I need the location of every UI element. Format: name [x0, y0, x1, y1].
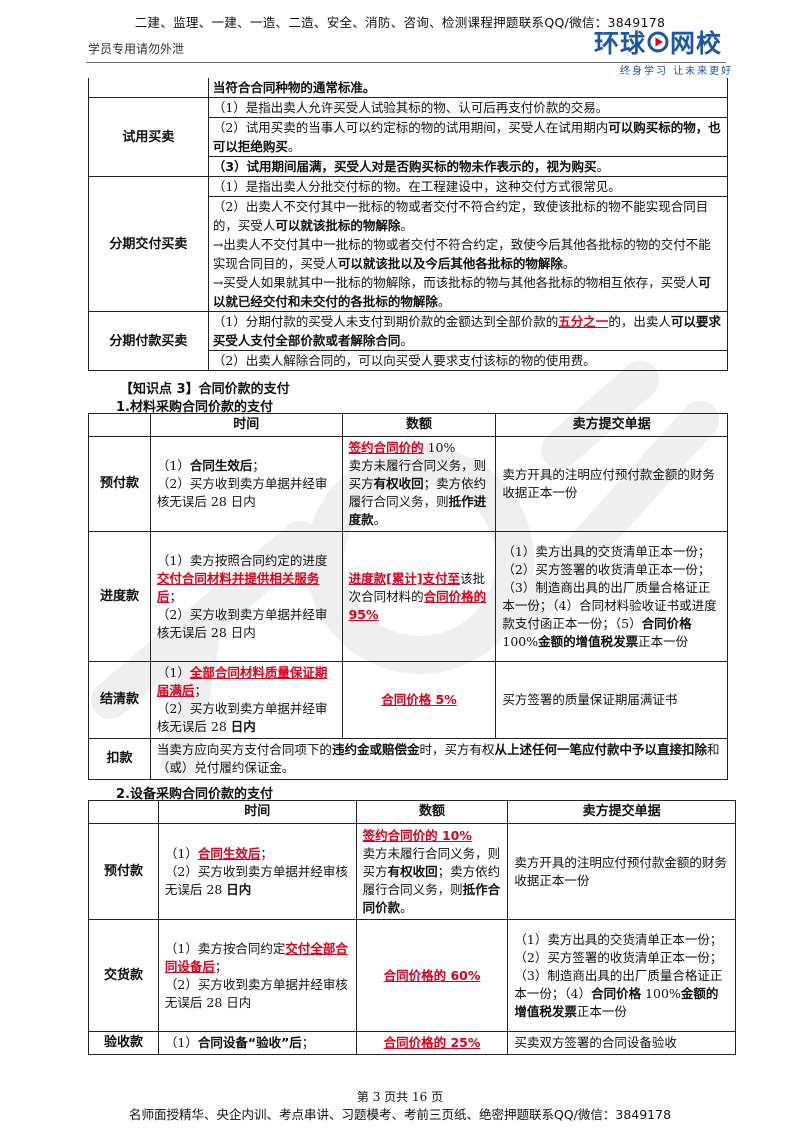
- trial-r2c: 。: [287, 139, 301, 154]
- table-row: 分期付款买卖 （1）分期付款的买受人未支付到期价款的金额达到全部价款的五分之一的…: [88, 311, 729, 371]
- sale-types-table: 当符合合同种物的通常标准。 试用买卖 （1）是指出卖人允许买受人试验其标的物、认…: [88, 78, 729, 371]
- table-row: 预付款 （1）合同生效后；（2）买方收到卖方单据并经审核无误后 28 日内 签约…: [88, 436, 728, 532]
- table-row: 结清款 （1）全部合同材料质量保证期届满后；（2）买方收到卖方单据并经审核无误后…: [88, 661, 728, 739]
- table-row: 试用买卖 （1）是指出卖人允许买受人试验其标的物、认可后再支付价款的交易。: [88, 97, 729, 177]
- logo-slogan: 终身学习 让未来更好: [620, 66, 734, 77]
- row-label-progress: 进度款: [88, 531, 151, 662]
- installment-delivery-label: 分期交付买卖: [88, 176, 209, 312]
- row-label-delivery: 交货款: [88, 919, 159, 1032]
- col-header-docs: 卖方提交单据: [495, 413, 728, 437]
- delivery-r2a: （2）出卖人不交付其中一批标的物或者交付不符合约定，致使该批标的物不能实现合同目…: [212, 199, 709, 233]
- page-number: 第 3 页共 16 页: [356, 1090, 444, 1104]
- col-header-docs: 卖方提交单据: [507, 800, 736, 824]
- col-header-amount: 数额: [355, 800, 509, 824]
- logo: 环球 网校 终身学习 让未来更好: [594, 24, 734, 82]
- trial-r2b: 可以购买标的物，也可以拒绝购买: [212, 120, 721, 154]
- payment-r2: （2）出卖人解除合同的，可以向买受人要求支付该标的物的使用费。: [212, 353, 596, 368]
- col-header-amount: 数额: [341, 413, 497, 437]
- table-row: （2）出卖人不交付其中一批标的物或者交付不符合约定，致使该批标的物不能实现合同目…: [89, 196, 729, 235]
- trial-r3: （3）试用期间届满，买受人对是否购买标的物未作表示的，视为购买: [212, 159, 597, 174]
- table-header-row: 时间 数额 卖方提交单据: [88, 413, 728, 437]
- table-row: 扣款 当卖方应向买方支付合同项下的违约金或赔偿金时，买方有权从上述任何一笔应付款…: [88, 738, 729, 780]
- trial-r1: （1）是指出卖人允许买受人试验其标的物、认可后再支付价款的交易。: [212, 100, 609, 115]
- installment-payment-label: 分期付款买卖: [88, 311, 209, 371]
- col-header-time: 时间: [157, 800, 357, 824]
- row-label-acceptance: 验收款: [88, 1031, 159, 1055]
- table-row: 预付款 （1）合同生效后；（2）买方收到卖方单据并经审核无误后 28 日内 签约…: [88, 823, 736, 920]
- delivery-r3a: →出卖人不交付其中一批标的物或者交付不符合约定，致使今后其他各批标的物的交付不能…: [212, 237, 711, 271]
- knowledge-point-heading: 【知识点 3】合同价款的支付: [120, 382, 290, 397]
- payment-r1d: 可以要求买受人支付全部价款或者解除合同: [212, 314, 721, 348]
- delivery-r4b: 可以就已经交付和未交付的各批标的物解除: [212, 275, 711, 309]
- top-banner: 二建、监理、一建、一造、二造、安全、消防、咨询、检测课程押题联系QQ/微信：38…: [134, 15, 666, 30]
- table-row: 分期交付买卖 （1）是指出卖人分批交付标的物。在工程建设中，这种交付方式很常见。: [88, 176, 729, 312]
- logo-text-b: 网校: [670, 29, 723, 58]
- footer-ad: 名师面授精华、央企内训、考点串讲、习题模考、考前三页纸、绝密押题联系QQ/微信：…: [128, 1107, 672, 1122]
- table-row: （2）试用买卖的当事人可以约定标的物的试用期间，买受人在试用期内可以购买标的物，…: [89, 117, 729, 157]
- table-row: 验收款 （1）合同设备“验收”后； 合同价格的 25% 买卖双方签署的合同设备验…: [88, 1031, 736, 1055]
- cont-text: 当符合合同种物的通常标准。: [212, 80, 376, 95]
- row-label-final: 结清款: [88, 661, 151, 739]
- row-label-prepay: 预付款: [88, 823, 159, 920]
- trial-r2a: （2）试用买卖的当事人可以约定标的物的试用期间，买受人在试用期内: [212, 120, 609, 135]
- delivery-r1: （1）是指出卖人分批交付标的物。在工程建设中，这种交付方式很常见。: [212, 179, 621, 194]
- logo-text-a: 环球: [594, 29, 647, 58]
- table-header-row: 时间 数额 卖方提交单据: [88, 800, 736, 824]
- header-rule: [86, 62, 726, 63]
- delivery-r2b: 可以就该批标的物解除: [275, 218, 401, 233]
- trial-sale-label: 试用买卖: [88, 97, 209, 177]
- table-row: 交货款 （1）卖方按合同约定交付全部合同设备后；（2）买方收到卖方单据并经审核无…: [88, 919, 736, 1032]
- equipment-payment-table: 时间 数额 卖方提交单据 预付款 （1）合同生效后；（2）买方收到卖方单据并经审…: [88, 800, 736, 1055]
- col-header-time: 时间: [149, 413, 343, 437]
- payment-r1a: （1）分期付款的买受人未支付到期价款的金额达到全部价款的: [212, 314, 559, 329]
- equipment-payment-heading: 2.设备采购合同价款的支付: [116, 787, 273, 802]
- delivery-r3b: 可以就该批以及今后其他各批标的物解除: [337, 256, 563, 271]
- table-row: （2）出卖人解除合同的，可以向买受人要求支付该标的物的使用费。: [89, 350, 729, 371]
- material-payment-heading: 1.材料采购合同价款的支付: [116, 400, 273, 415]
- table-row: 当符合合同种物的通常标准。: [88, 78, 729, 98]
- material-payment-table: 时间 数额 卖方提交单据 预付款 （1）合同生效后；（2）买方收到卖方单据并经审…: [88, 413, 729, 780]
- table-row: →出卖人不交付其中一批标的物或者交付不符合约定，致使今后其他各批标的物的交付不能…: [89, 235, 729, 273]
- table-row: 进度款 （1）卖方按照合同约定的进度交付合同材料并提供相关服务后；（2）买方收到…: [88, 531, 728, 662]
- row-label-prepay: 预付款: [88, 436, 151, 532]
- confidential-notice: 学员专用请勿外泄: [88, 42, 185, 56]
- row-label-deduct: 扣款: [88, 738, 151, 780]
- table-row: （3）试用期间届满，买受人对是否购买标的物未作表示的，视为购买。: [89, 156, 729, 177]
- logo-play-icon: [647, 31, 669, 53]
- prepay-amount-highlight: 签约合同价的: [348, 440, 424, 455]
- one-fifth-highlight: 五分之一: [558, 314, 609, 329]
- delivery-r4a: →买受人如果就其中一批标的物解除，而该批标的物与其他各批标的物相互依存，买受人: [212, 275, 699, 290]
